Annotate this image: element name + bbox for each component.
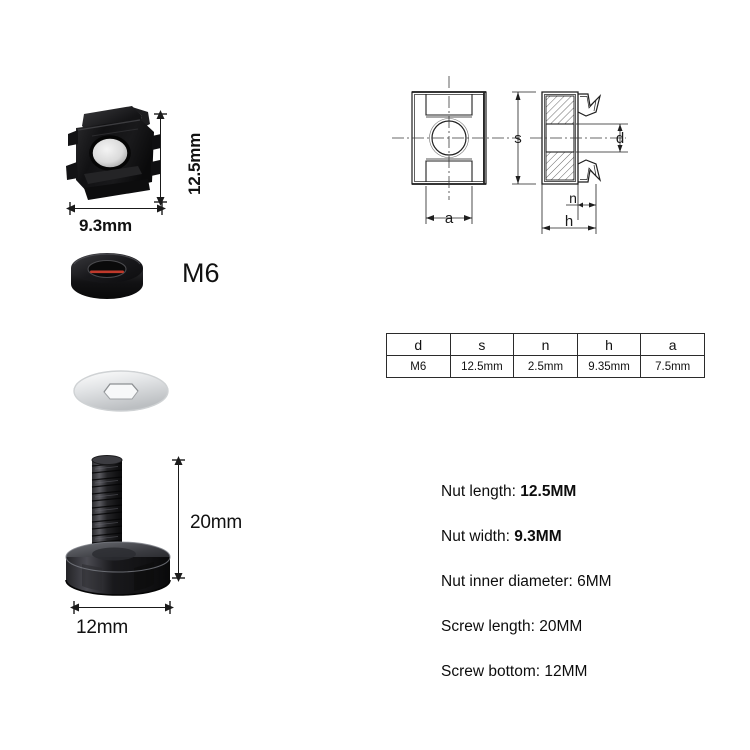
m6-nut-photo bbox=[68, 250, 146, 306]
screw-head-arrows bbox=[70, 601, 174, 614]
washer-photo bbox=[72, 365, 170, 417]
cage-nut-height-label: 12.5mm bbox=[185, 132, 204, 195]
table-header-cell: a bbox=[640, 333, 705, 356]
spec-value: 20MM bbox=[539, 618, 583, 635]
spec-label: Screw length: bbox=[441, 618, 535, 635]
screw-length-arrows bbox=[172, 456, 185, 582]
table-value-cell: 7.5mm bbox=[640, 355, 705, 378]
table-row: M6 12.5mm 2.5mm 9.35mm 7.5mm bbox=[386, 355, 705, 378]
spec-label: Screw bottom: bbox=[441, 663, 541, 680]
side-view-total-letter: h bbox=[565, 213, 573, 230]
table-header-cell: h bbox=[576, 333, 642, 356]
spec-value: 6MM bbox=[577, 573, 612, 590]
table-value-cell: 12.5mm bbox=[449, 355, 515, 378]
m6-size-label: M6 bbox=[182, 258, 220, 288]
cage-nut-height-dim-line bbox=[160, 114, 161, 202]
table-header-cell: n bbox=[513, 333, 578, 356]
spec-item-screw-bottom: Screw bottom: 12MM bbox=[441, 663, 731, 681]
screw-head-label: 12mm bbox=[76, 617, 128, 638]
table-header-row: d s n h a bbox=[386, 333, 705, 356]
screw-photo bbox=[62, 450, 185, 610]
side-view-inner-letter: d bbox=[616, 130, 624, 147]
specification-table: d s n h a M6 12.5mm 2.5mm 9.35mm 7.5mm bbox=[386, 333, 705, 378]
cage-nut-height-arrows bbox=[154, 110, 167, 206]
spec-label: Nut length: bbox=[441, 483, 516, 500]
screw-head-dim-line bbox=[74, 607, 170, 608]
table-header-cell: d bbox=[386, 333, 451, 356]
table-value-cell: 9.35mm bbox=[576, 355, 642, 378]
side-view-flange-letter: n bbox=[569, 190, 577, 206]
spec-item-screw-length: Screw length: 20MM bbox=[441, 618, 731, 636]
table-value-cell: M6 bbox=[386, 355, 451, 378]
spec-item-nut-length: Nut length: 12.5MM bbox=[441, 483, 731, 501]
spec-label: Nut inner diameter: bbox=[441, 573, 573, 590]
cage-nut-illustration bbox=[66, 106, 161, 200]
specification-list: Nut length: 12.5MM Nut width: 9.3MM Nut … bbox=[441, 483, 731, 708]
spec-value: 9.3MM bbox=[514, 528, 562, 545]
screw-illustration bbox=[65, 455, 171, 596]
spec-value: 12MM bbox=[544, 663, 588, 680]
front-view-height-letter: s bbox=[514, 130, 522, 147]
screw-length-dim-line bbox=[178, 460, 179, 578]
m6-nut-illustration bbox=[71, 253, 143, 299]
spec-item-nut-inner-diameter: Nut inner diameter: 6MM bbox=[441, 573, 731, 591]
technical-drawing: a s d n h bbox=[390, 72, 720, 252]
spec-value: 12.5MM bbox=[520, 483, 577, 500]
table-value-cell: 2.5mm bbox=[513, 355, 578, 378]
washer-illustration bbox=[73, 370, 169, 412]
cage-nut-width-dim-line bbox=[70, 208, 162, 209]
table-header-cell: s bbox=[449, 333, 515, 356]
front-view-width-letter: a bbox=[445, 210, 454, 227]
cage-nut-width-arrows bbox=[66, 202, 166, 215]
cage-nut-width-label: 9.3mm bbox=[79, 216, 132, 235]
screw-length-label: 20mm bbox=[190, 512, 242, 533]
spec-item-nut-width: Nut width: 9.3MM bbox=[441, 528, 731, 546]
cage-nut-engineering-views: a s d n h bbox=[392, 76, 628, 234]
spec-label: Nut width: bbox=[441, 528, 510, 545]
cage-nut-photo bbox=[62, 100, 170, 206]
